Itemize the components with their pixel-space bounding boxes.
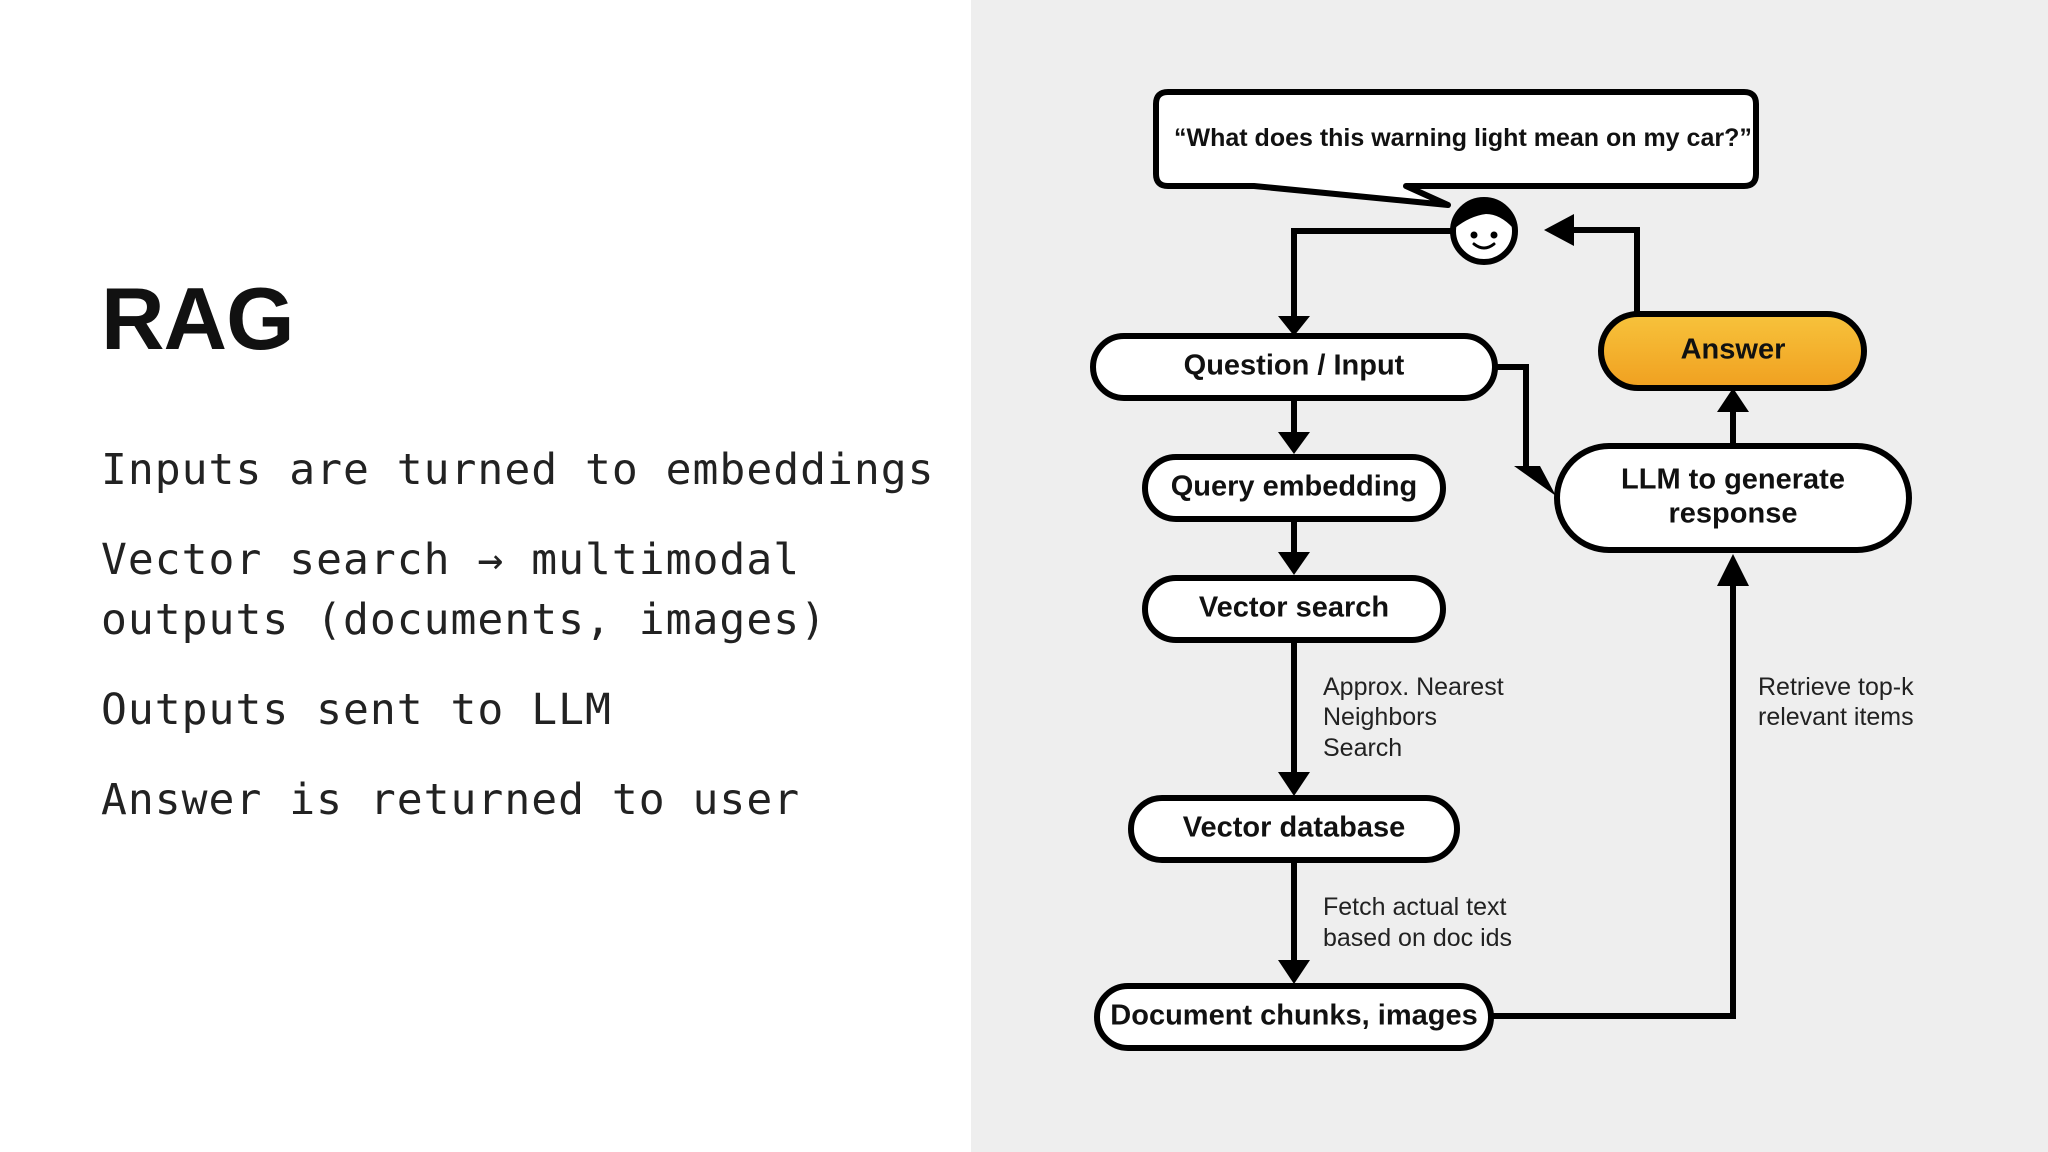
node-question-input-label: Question / Input [1184,350,1405,382]
bullet-answer: Answer is returned to user [101,775,801,825]
edge-question-to-embedding-arrow [1278,432,1310,454]
left-panel [0,0,971,1152]
node-document-chunks: Document chunks, images [1094,983,1494,1051]
edge-llm-to-answer-arrow [1717,388,1749,412]
bullet-vector-search-line1: Vector search → multimodal [101,535,801,585]
edge-label-retrieve-1: Retrieve top-k [1758,673,1914,701]
bullet-inputs: Inputs are turned to embeddings [101,445,935,495]
node-question-input: Question / Input [1090,333,1498,401]
node-document-chunks-label: Document chunks, images [1110,1000,1477,1032]
edge-label-retrieve-2: relevant items [1758,703,1914,731]
bullet-outputs: Outputs sent to LLM [101,685,612,735]
edge-answer-to-user [1572,227,1640,313]
bullet-vector-search: Vector search → multimodal outputs (docu… [101,530,961,650]
user-face-icon [1450,197,1518,265]
node-answer-label: Answer [1681,334,1786,366]
slide-title: RAG [101,269,295,368]
node-vector-search-label: Vector search [1199,592,1389,624]
node-vector-database-label: Vector database [1183,812,1405,844]
node-llm: LLM to generate response [1554,443,1912,553]
edge-label-ann-3: Search [1323,734,1402,762]
edge-user-to-question-arrow [1278,316,1310,336]
bullet-vector-search-line2: outputs (documents, images) [101,595,827,645]
bullet-list: Inputs are turned to embeddings Vector s… [101,440,961,860]
edge-database-to-chunks-arrow [1278,960,1310,984]
edge-search-to-database-arrow [1278,772,1310,796]
diagram-panel [971,0,2048,1152]
edge-label-fetch-2: based on doc ids [1323,924,1512,952]
node-vector-database: Vector database [1128,795,1460,863]
edge-label-ann-2: Neighbors [1323,703,1437,731]
speech-bubble: “What does this warning light mean on my… [1153,89,1759,208]
edge-question-to-llm-arrow [1514,466,1556,496]
node-llm-label-line1: LLM to generate [1621,464,1845,496]
node-query-embedding: Query embedding [1142,454,1446,522]
edge-label-ann-1: Approx. Nearest [1323,673,1504,701]
edge-user-to-question [1291,228,1453,318]
edge-question-to-llm [1494,364,1529,470]
node-query-embedding-label: Query embedding [1171,471,1418,503]
edge-answer-to-user-arrow [1544,214,1574,246]
node-vector-search: Vector search [1142,575,1446,643]
node-answer: Answer [1598,311,1867,391]
node-llm-label-line2: response [1669,498,1798,530]
edge-chunks-to-llm [1491,582,1736,1019]
user-query-text: “What does this warning light mean on my… [1174,124,1752,152]
edge-label-fetch-1: Fetch actual text [1323,893,1506,921]
edge-embedding-to-search-arrow [1278,552,1310,575]
edge-chunks-to-llm-arrow [1717,554,1749,586]
